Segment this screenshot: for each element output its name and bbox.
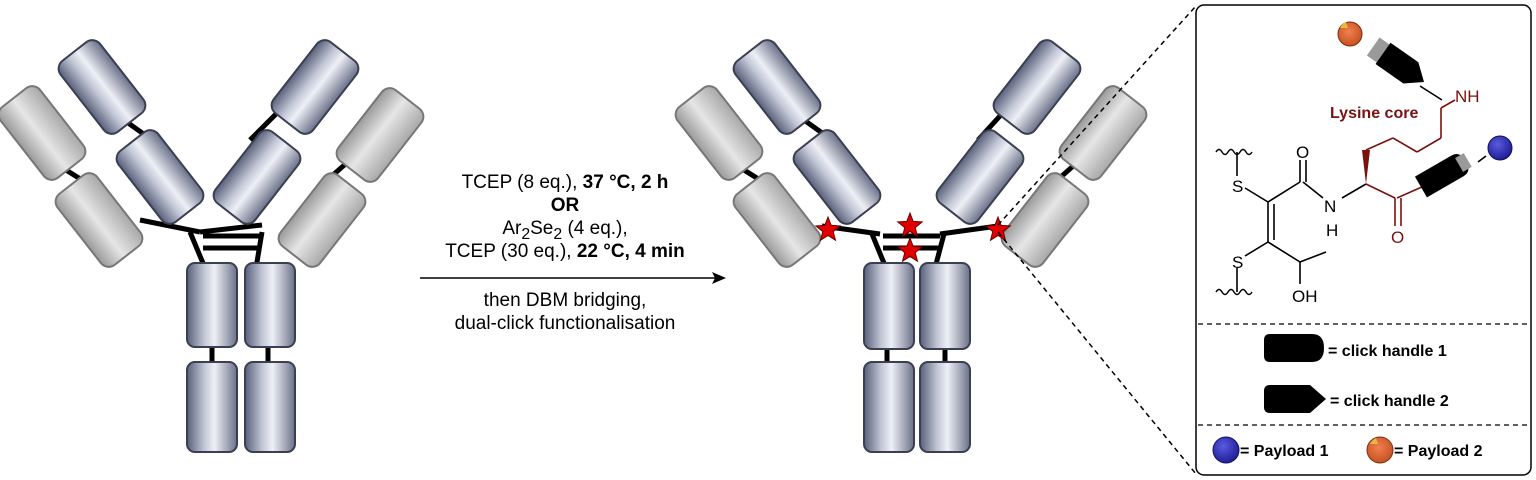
- conditions-or: OR: [550, 195, 580, 216]
- click-handle-1-icon: [1414, 153, 1472, 198]
- star-icon: [984, 215, 1012, 242]
- o-ketone-label: O: [1391, 228, 1404, 247]
- conditions-line-1: TCEP (8 eq.), 37 °C, 2 h: [461, 172, 669, 193]
- o-top-label: O: [1296, 143, 1309, 162]
- conditions-line-4: TCEP (30 eq.), 22 °C, 4 min: [445, 241, 685, 262]
- conjugation-stars: [814, 211, 1012, 263]
- handle-1-legend-icon: [1264, 334, 1324, 362]
- click-handle-2-icon: [1366, 37, 1425, 84]
- detail-panel: Lysine core NH O S S N H O OH = click ha…: [1195, 4, 1532, 476]
- s-bottom-label: S: [1232, 253, 1243, 272]
- conditions-line-5: then DBM bridging,: [483, 290, 647, 311]
- payload-1-icon: [1487, 135, 1513, 161]
- star-icon: [896, 211, 924, 238]
- conditions-line-3: Ar2Se2 (4 eq.),: [502, 218, 628, 243]
- antibody-native: [0, 39, 425, 453]
- lysine-core-label: Lysine core: [1330, 105, 1418, 122]
- payload-1-legend-label: = Payload 1: [1240, 443, 1329, 460]
- handle-1-legend-label: = click handle 1: [1328, 343, 1447, 360]
- oh-label: OH: [1292, 287, 1318, 306]
- reaction-arrow: [420, 272, 726, 284]
- s-top-label: S: [1232, 177, 1243, 196]
- star-icon: [814, 215, 842, 242]
- nh-label: NH: [1455, 87, 1480, 106]
- payload-2-legend-icon: [1366, 436, 1394, 464]
- conditions-line-6: dual-click functionalisation: [454, 313, 676, 334]
- n-amide-label: N: [1324, 197, 1336, 216]
- antibody-conjugated: [674, 39, 1148, 453]
- star-icon: [896, 236, 924, 263]
- handle-2-legend-icon: [1264, 385, 1326, 413]
- payload-1-legend-icon: [1212, 436, 1240, 464]
- zoom-lines: [997, 5, 1197, 475]
- handle-2-legend-label: = click handle 2: [1330, 393, 1449, 410]
- payload-2-legend-label: = Payload 2: [1394, 443, 1483, 460]
- h-amide-label: H: [1326, 221, 1338, 240]
